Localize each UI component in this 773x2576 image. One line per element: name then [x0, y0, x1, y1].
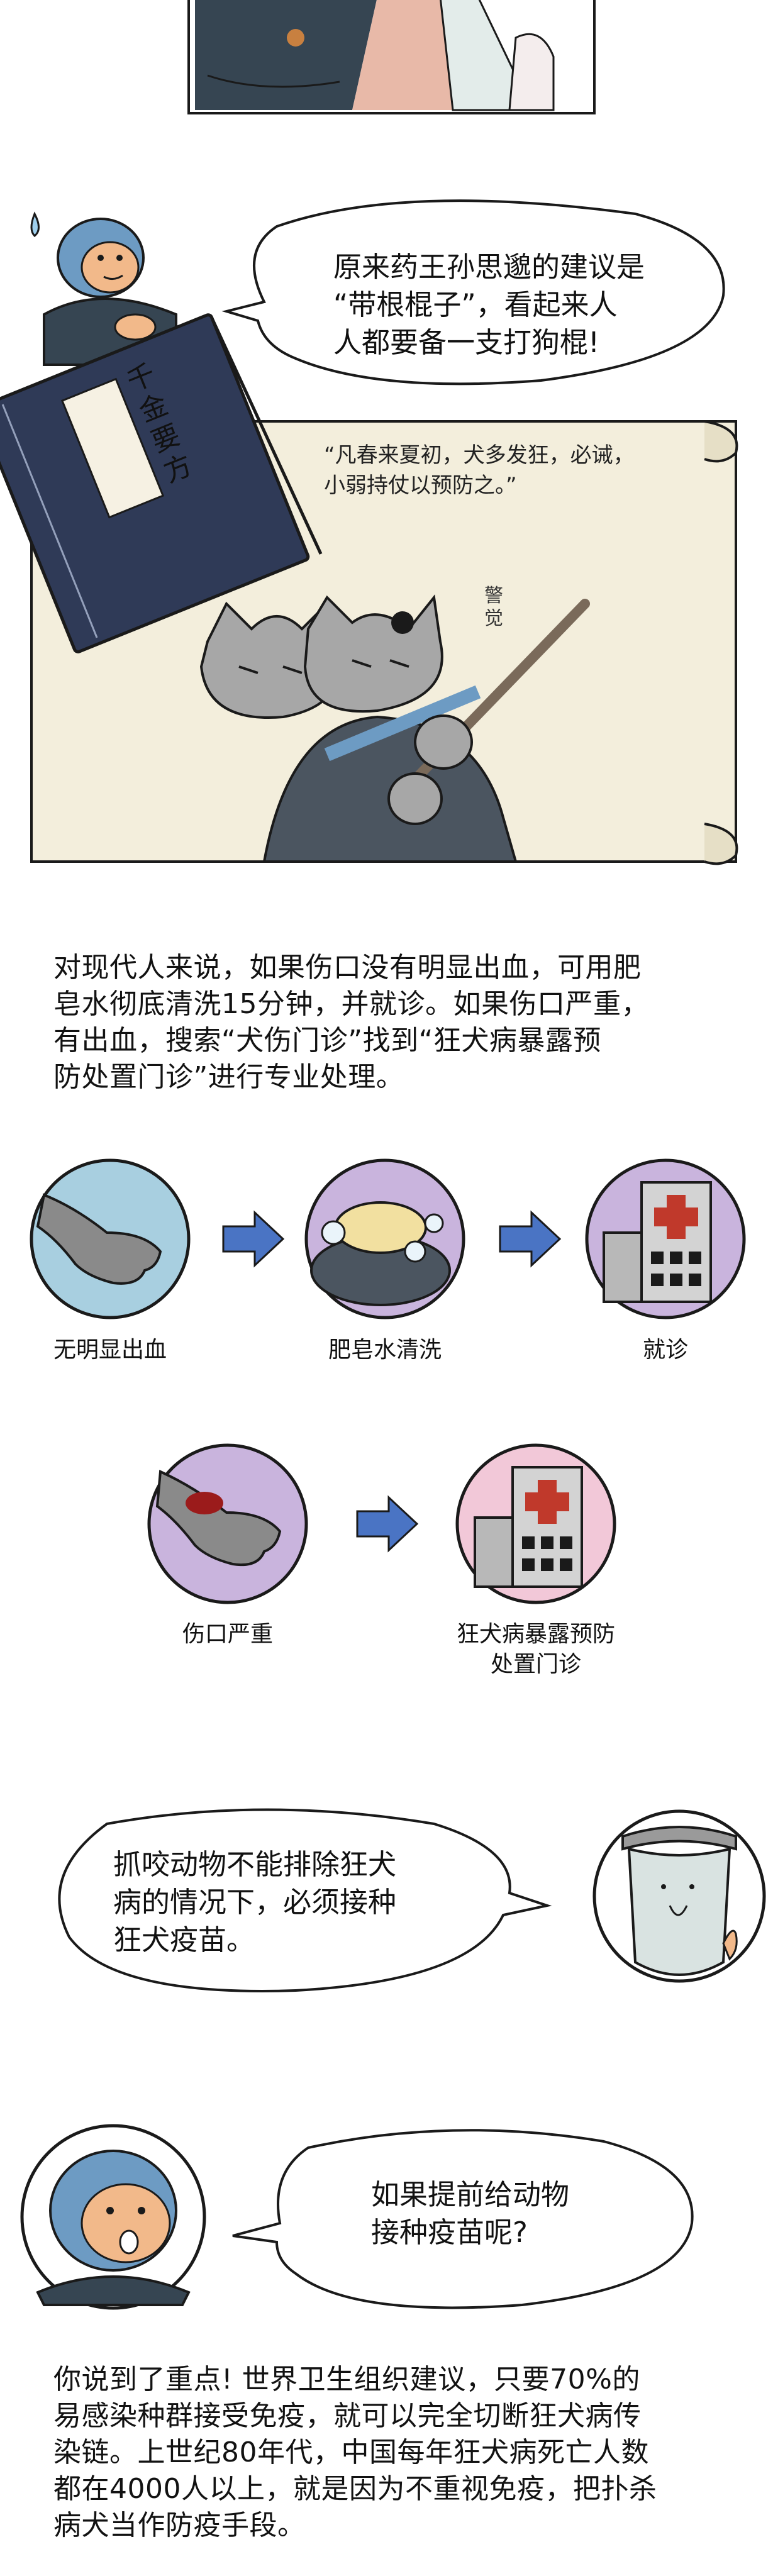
top-panel-illustration	[187, 0, 596, 114]
soap-washing-circle	[304, 1158, 465, 1319]
speech-bubble-shape	[221, 199, 725, 386]
arm-severe-wound-circle	[147, 1443, 308, 1604]
cat-character	[199, 594, 590, 863]
book-qianjin-yaofang	[0, 313, 323, 653]
scroll-quote-line: “凡春来夏初，犬多发狂，必诫，	[324, 443, 635, 468]
arm-no-bleeding-circle	[30, 1158, 191, 1319]
rabies-clinic-circle	[455, 1443, 616, 1604]
paragraph-wound-care: 对现代人来说，如果伤口没有明显出血，可用肥 皂水彻底清洗15分钟，并就诊。如果伤…	[53, 950, 733, 1096]
paragraph-line: 皂水彻底清洗15分钟，并就诊。如果伤口严重，	[53, 988, 649, 1020]
paragraph-line: 防处置门诊”进行专业处理。	[53, 1061, 404, 1093]
panel2-bubble-line: 抓咬动物不能排除狂犬	[113, 1848, 397, 1881]
panel3-bubble-line: 如果提前给动物	[371, 2178, 570, 2211]
flow2-caption-severe-wound: 伤口严重	[182, 1621, 273, 1647]
arrow-right-icon	[356, 1495, 419, 1553]
flow1-caption-no-bleeding: 无明显出血	[53, 1337, 167, 1363]
paragraph-line: 易感染种群接受免疫，就可以完全切断狂犬病传	[53, 2400, 642, 2432]
paragraph-line: 你说到了重点! 世界卫生组织建议，只要70%的	[53, 2363, 640, 2396]
monkey-character	[43, 218, 177, 366]
panel1-bubble-line: “带根棍子”，看起来人	[333, 288, 618, 321]
paragraph-line: 对现代人来说，如果伤口没有明显出血，可用肥	[53, 952, 642, 984]
panel1-bubble-text: 原来药王孙思邈的建议是 “带根棍子”，看起来人 人都要备一支打狗棍!	[333, 248, 711, 362]
arrow-right-icon	[499, 1210, 562, 1268]
panel-vaccine-illustration	[58, 1808, 766, 1992]
flow-severe-wound-illustration	[147, 1443, 616, 1604]
panel2-bubble-text: 抓咬动物不能排除狂犬 病的情况下，必须接种 狂犬疫苗。	[113, 1846, 478, 1959]
paragraph-line: 染链。上世纪80年代，中国每年狂犬病死亡人数	[53, 2436, 649, 2468]
sweat-drop-icon	[30, 211, 40, 237]
paragraph-immunization: 你说到了重点! 世界卫生组织建议，只要70%的 易感染种群接受免疫，就可以完全切…	[53, 2362, 745, 2544]
panel3-bubble-line: 接种疫苗呢?	[371, 2216, 528, 2249]
scroll-quote: “凡春来夏初，犬多发狂，必诫， 小弱持仗以预防之。”	[324, 440, 714, 501]
flow-no-bleeding-illustration	[30, 1158, 746, 1319]
panel2-bubble-line: 病的情况下，必须接种	[113, 1885, 397, 1919]
paragraph-line: 有出血，搜索“犬伤门诊”找到“狂犬病暴露预	[53, 1024, 601, 1057]
scroll-quote-line: 小弱持仗以预防之。”	[324, 473, 517, 498]
vase-character	[592, 1809, 766, 1983]
cat-alert-sound: 警觉	[484, 585, 503, 630]
panel1-bubble-line: 人都要备一支打狗棍!	[333, 326, 600, 359]
speech-bubble-shape	[232, 2129, 694, 2309]
flow1-caption-soap-wash: 肥皂水清洗	[328, 1337, 442, 1363]
flow2-caption-rabies-clinic: 狂犬病暴露预防 处置门诊	[448, 1619, 624, 1680]
panel-monkey-scroll-illustration	[0, 199, 738, 865]
speech-bubble-shape	[58, 1808, 552, 1992]
flow1-caption-see-doctor: 就诊	[642, 1337, 688, 1363]
panel-monkey-question-illustration	[20, 2124, 694, 2310]
hospital-circle	[585, 1158, 746, 1319]
panel3-bubble-text: 如果提前给动物 接种疫苗呢?	[371, 2176, 635, 2251]
paragraph-line: 病犬当作防疫手段。	[53, 2509, 306, 2541]
clinic-caption-line: 狂犬病暴露预防	[456, 1621, 615, 1647]
panel1-bubble-line: 原来药王孙思邈的建议是	[333, 250, 645, 284]
arrow-right-icon	[222, 1210, 285, 1268]
paragraph-line: 都在4000人以上，就是因为不重视免疫，把扑杀	[53, 2473, 657, 2505]
clinic-caption-line: 处置门诊	[490, 1652, 581, 1677]
monkey-avatar-circle	[20, 2124, 206, 2310]
panel2-bubble-line: 狂犬疫苗。	[113, 1923, 255, 1957]
